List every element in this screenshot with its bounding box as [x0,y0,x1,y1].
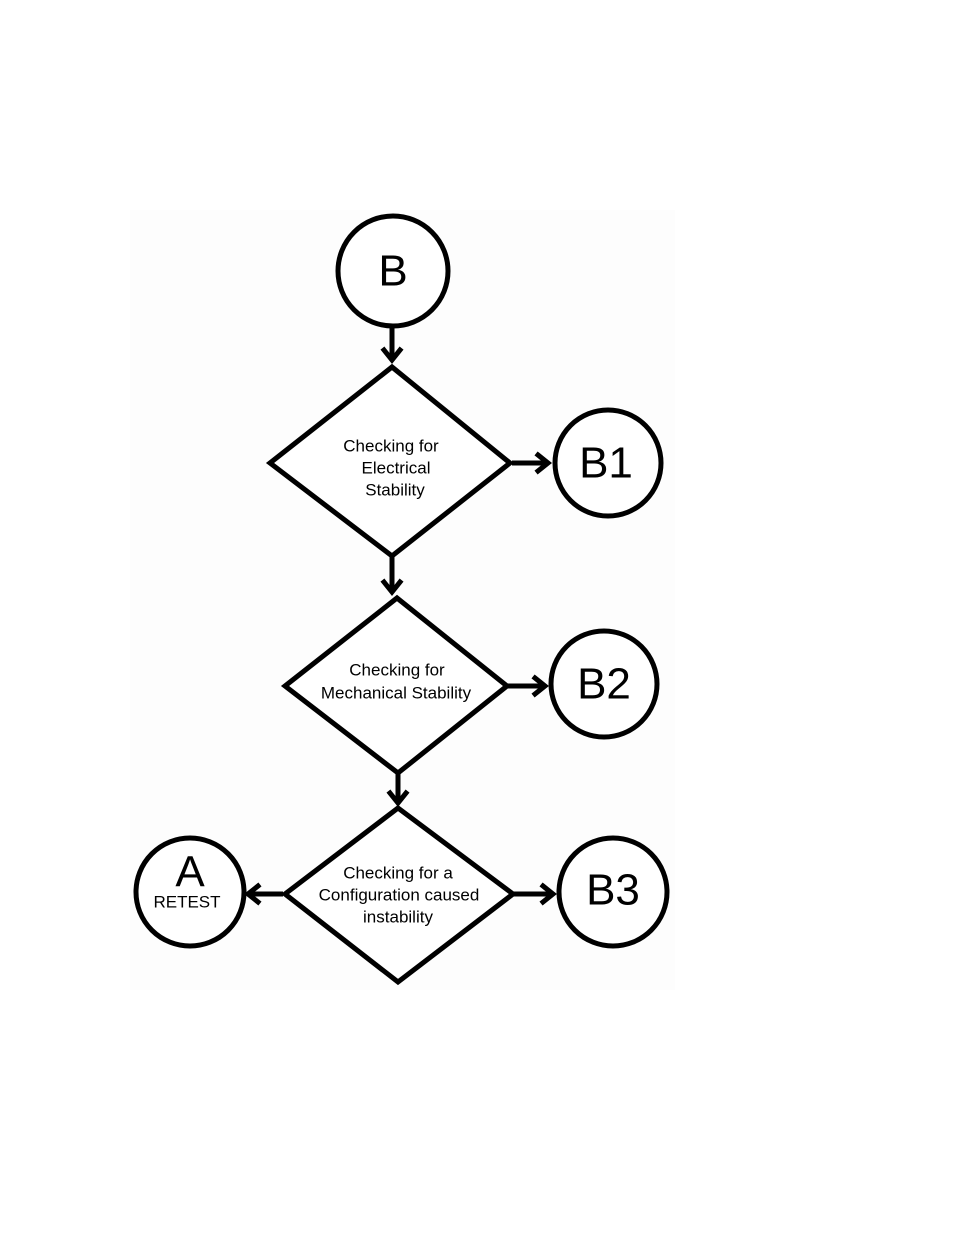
decision-configuration-line2: Configuration caused [319,886,480,905]
connector-b2: B2 [551,631,657,737]
connector-b-label: B [378,247,407,296]
decision-mechanical-line1: Checking for [349,661,445,680]
connector-b1-label: B1 [579,439,633,488]
decision-configuration-line1: Checking for a [343,864,453,883]
connector-a-retest: A RETEST [136,838,244,946]
connector-b3: B3 [559,838,667,946]
connector-b2-label: B2 [577,660,631,709]
decision-electrical-line3: Stability [365,481,425,500]
connector-b1: B1 [555,410,661,516]
decision-mechanical-line2: Mechanical Stability [321,684,472,703]
decision-electrical-line1: Checking for [343,437,439,456]
connector-b3-label: B3 [586,866,640,915]
connector-a-label: A [175,848,205,897]
decision-configuration-line3: instability [363,908,433,927]
connector-a-sublabel: RETEST [153,893,220,912]
decision-electrical-line2: Electrical [362,459,431,478]
connector-b: B [338,216,448,326]
